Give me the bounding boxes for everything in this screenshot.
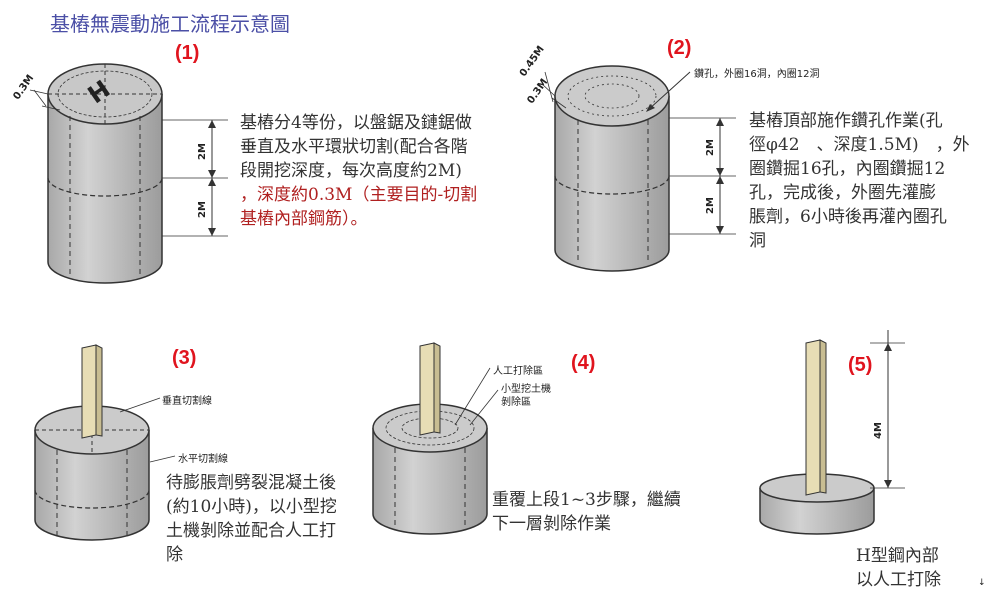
pile-2-callout: 鑽孔，外圈16洞，內圈12洞: [694, 69, 820, 80]
pile-3-body: [34, 430, 150, 541]
pile-3-h-beam: [81, 344, 97, 439]
step-5-line-1: H型鋼內部: [856, 546, 939, 566]
step-4-line-1: 重覆上段1~3步驟，繼續: [492, 490, 681, 510]
step-4-text: 重覆上段1~3步驟，繼續 下一層剝除作業: [492, 488, 681, 536]
step-5-text: H型鋼內部 以人工打除: [856, 544, 941, 592]
step-1-line-2: 垂直及水平環狀切割(配合各階: [240, 137, 468, 157]
pile-4-h-beam: [419, 342, 435, 436]
step-1-line-4: ，深度約0.3M（主要目的-切割: [240, 185, 478, 205]
step-number-4: (4): [571, 352, 596, 374]
step-2-line-6: 洞: [749, 231, 766, 251]
step-3-line-3: 土機剝除並配合人工打: [166, 521, 336, 541]
pile-1-hcut-1: [47, 177, 163, 197]
step-2-text: 基樁頂部施作鑽孔作業(孔 徑φ42 、深度1.5M) ，外 圈鑽掘16孔，內圈鑽…: [749, 109, 970, 253]
pile-4-machine-label-2: 剝除區: [501, 397, 531, 408]
step-number-3: (3): [172, 347, 197, 369]
step-2-line-2: 徑φ42 、深度1.5M) ，外: [749, 135, 970, 155]
pile-1-dim-1: 2M: [196, 143, 208, 160]
pile-5-dim: 4M: [872, 422, 884, 439]
corner-mark: ↓: [978, 578, 986, 588]
pile-2: [541, 65, 736, 272]
step-5-line-2: 以人工打除: [856, 570, 941, 590]
pile-4-manual-zone-label: 人工打除區: [493, 366, 543, 377]
pile-5: [759, 330, 905, 535]
pile-4: [372, 342, 499, 535]
step-2-line-5: 脹劑，6小時後再灌內圈孔: [749, 207, 947, 227]
pile-4-machine-label-1: 小型挖土機: [501, 384, 551, 395]
pile-1: [29, 63, 228, 284]
pile-4-body: [372, 428, 488, 535]
pile-5-h-beam: [805, 339, 821, 496]
pile-3-horizontal-cut-label: 水平切割線: [178, 454, 228, 465]
pile-3-vertical-cut-label: 垂直切割線: [162, 396, 212, 407]
pile-1-body: [47, 94, 163, 284]
step-2-line-1: 基樁頂部施作鑽孔作業(孔: [749, 111, 943, 131]
pile-2-dim-1: 2M: [704, 139, 716, 156]
step-1-text: 基樁分4等份，以盤鋸及鏈鋸做 垂直及水平環狀切割(配合各階 段開挖深度，每次高度…: [240, 111, 477, 231]
step-number-1: (1): [175, 42, 200, 64]
pile-1-dim-2: 2M: [196, 201, 208, 218]
pile-2-body: [554, 96, 670, 272]
pile-3: [34, 344, 176, 541]
diagram-title: 基樁無震動施工流程示意圖: [50, 12, 290, 36]
step-number-2: (2): [667, 37, 692, 59]
pile-2-top: [554, 65, 670, 127]
pile-2-inner-holes: [584, 83, 640, 109]
step-3-line-2: (約10小時)，以小型挖: [166, 497, 337, 517]
step-3-text: 待膨脹劑劈裂混凝土後 (約10小時)，以小型挖 土機剝除並配合人工打 除: [166, 471, 337, 567]
step-3-line-1: 待膨脹劑劈裂混凝土後: [166, 473, 336, 493]
step-3-line-4: 除: [166, 545, 183, 565]
step-1-line-5: 基樁內部鋼筋）。: [240, 209, 368, 229]
pile-2-hcut-1: [554, 175, 670, 195]
pile-2-outer-holes: [567, 75, 657, 117]
step-2-line-3: 圈鑽掘16孔，內圈鑽掘12: [749, 159, 946, 179]
step-1-line-1: 基樁分4等份，以盤鋸及鏈鋸做: [240, 113, 472, 133]
step-2-line-4: 孔，完成後，外圈先灌膨: [749, 183, 936, 203]
step-1-line-3: 段開挖深度，每次高度約2M): [240, 161, 462, 181]
pile-2-dim-2: 2M: [704, 197, 716, 214]
step-4-line-2: 下一層剝除作業: [492, 514, 611, 534]
step-number-5: (5): [848, 354, 873, 376]
